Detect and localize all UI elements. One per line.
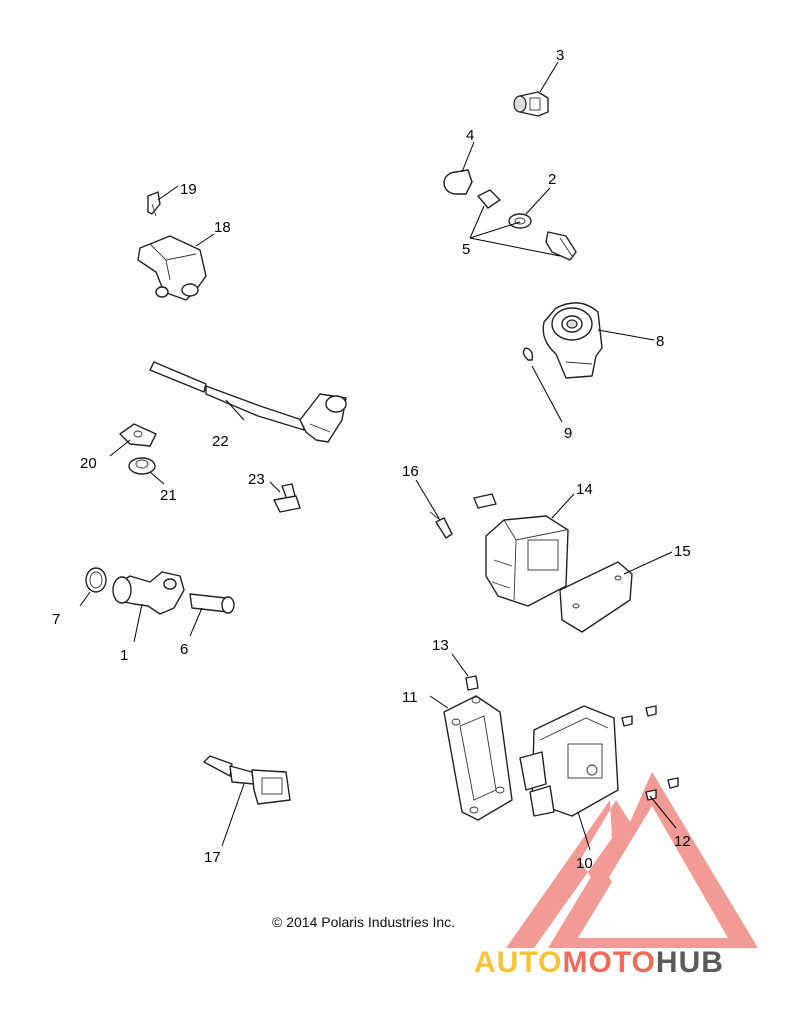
part-18[interactable] [137, 235, 207, 301]
callout-19: 19 [180, 181, 197, 198]
callout-15: 15 [674, 543, 691, 560]
callouts: 3 4 2 5 8 9 19 18 22 20 21 23 16 14 15 7… [52, 47, 691, 872]
callout-23: 23 [248, 471, 265, 488]
callout-18: 18 [214, 219, 231, 236]
logo-text-moto: MOTO [562, 946, 656, 979]
copyright-text: © 2014 Polaris Industries Inc. [272, 914, 456, 930]
callout-4: 4 [466, 127, 474, 144]
callout-7: 7 [52, 611, 60, 628]
callout-8: 8 [656, 333, 664, 350]
part-5[interactable] [477, 189, 577, 261]
logo-text-auto: AUTO [474, 946, 563, 979]
callout-12: 12 [674, 833, 691, 850]
callout-22: 22 [212, 433, 229, 450]
part-14[interactable] [473, 493, 569, 607]
part-9[interactable] [522, 347, 534, 361]
callout-11: 11 [402, 689, 418, 706]
part-4[interactable] [443, 169, 473, 195]
logo-text-hub: HUB [655, 946, 724, 979]
part-8[interactable] [542, 302, 603, 379]
part-15[interactable] [559, 561, 633, 633]
part-3[interactable] [513, 91, 549, 117]
callout-3: 3 [556, 47, 564, 64]
callout-10: 10 [576, 855, 593, 872]
watermark-logo-mark [506, 772, 758, 948]
part-12[interactable] [621, 705, 679, 801]
part-7[interactable] [85, 567, 107, 593]
callout-5: 5 [462, 241, 470, 258]
callout-9: 9 [564, 425, 572, 442]
callout-13: 13 [432, 637, 449, 654]
watermark-logo-text: AUTOMOTOHUB [474, 946, 724, 980]
part-17[interactable] [203, 755, 291, 805]
part-22[interactable] [149, 361, 347, 443]
callout-16: 16 [402, 463, 419, 480]
part-10[interactable] [519, 705, 619, 817]
callout-21: 21 [160, 487, 177, 504]
callout-2: 2 [548, 171, 556, 188]
part-6[interactable] [189, 593, 235, 614]
part-21[interactable] [128, 457, 156, 475]
part-19[interactable] [147, 191, 161, 217]
part-1[interactable] [112, 571, 185, 615]
callout-1: 1 [120, 647, 128, 664]
callout-6: 6 [180, 641, 188, 658]
part-23[interactable] [273, 483, 301, 513]
callout-14: 14 [576, 481, 593, 498]
part-11[interactable] [443, 695, 513, 821]
leader-lines [79, 61, 677, 851]
part-16[interactable] [429, 511, 453, 539]
callout-17: 17 [204, 849, 221, 866]
part-20[interactable] [119, 423, 157, 447]
part-13[interactable] [465, 675, 479, 691]
callout-20: 20 [80, 455, 97, 472]
